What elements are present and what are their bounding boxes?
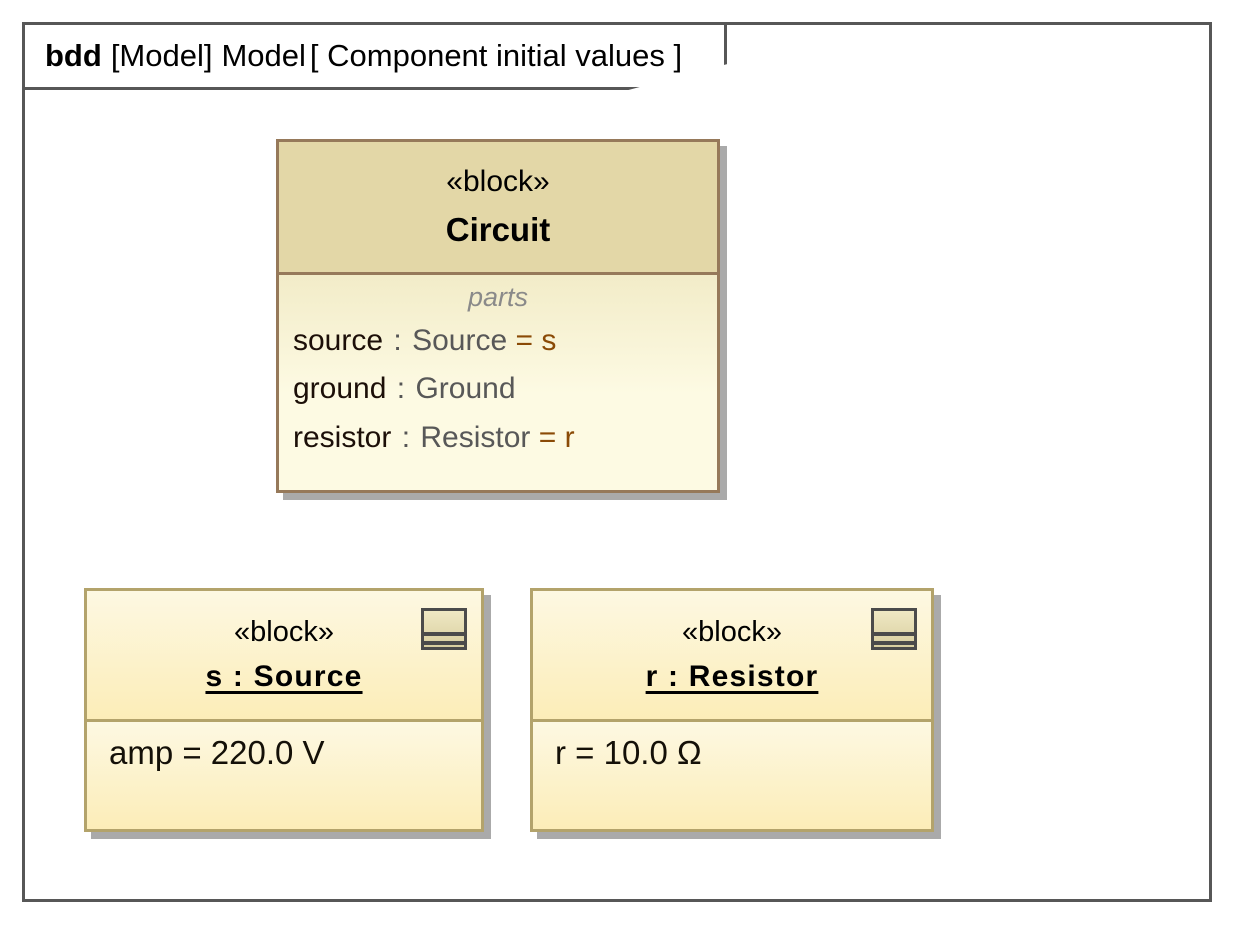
diagram-title: [ Component initial values ] — [309, 38, 683, 73]
block-icon — [871, 608, 917, 650]
instance-block-source[interactable]: «block» s : Source amp = 220.0 V — [84, 588, 491, 839]
part-name-resistor: resistor — [293, 420, 392, 454]
block-icon-bar-lower — [424, 641, 464, 645]
instance-resistor-header: «block» r : Resistor — [533, 591, 931, 722]
part-assign-resistor: = r — [538, 420, 575, 454]
part-type-source: Source — [412, 323, 508, 357]
instance-resistor-stereotype: «block» — [682, 616, 782, 649]
part-type-resistor: Resistor — [420, 420, 531, 454]
part-colon-resistor: : — [401, 420, 411, 454]
block-icon-bar-upper — [874, 632, 914, 636]
block-circuit-stereotype: «block» — [446, 164, 550, 198]
instance-resistor-values-compartment: r = 10.0 Ω — [533, 722, 931, 829]
instance-block-resistor[interactable]: «block» r : Resistor r = 10.0 Ω — [530, 588, 941, 839]
diagram-kind-label: bdd — [45, 38, 102, 73]
block-icon-bar-lower — [874, 641, 914, 645]
block-circuit-name: Circuit — [445, 211, 551, 249]
instance-resistor-name: r : Resistor — [645, 660, 819, 694]
part-row-source[interactable]: source : Source = s — [279, 317, 717, 366]
instance-resistor-value-r[interactable]: r = 10.0 Ω — [555, 734, 702, 771]
instance-source-values-compartment: amp = 220.0 V — [87, 722, 481, 829]
diagram-model-name: Model — [221, 38, 306, 73]
block-icon-bar-upper — [424, 632, 464, 636]
part-row-resistor[interactable]: resistor : Resistor = r — [279, 414, 717, 463]
block-circuit-header: «block» Circuit — [279, 142, 717, 275]
part-assign-source: = s — [515, 323, 557, 357]
part-colon-source: : — [393, 323, 402, 357]
instance-source-stereotype: «block» — [234, 616, 334, 649]
diagram-scope-label: [Model] — [110, 38, 213, 73]
block-circuit[interactable]: «block» Circuit parts source : Source = … — [276, 139, 727, 500]
instance-source-header: «block» s : Source — [87, 591, 481, 722]
part-row-ground[interactable]: ground : Ground — [279, 365, 717, 414]
part-type-ground: Ground — [415, 372, 516, 406]
instance-source-name: s : Source — [205, 660, 363, 694]
part-name-source: source — [293, 323, 384, 357]
part-name-ground: ground — [293, 372, 387, 406]
block-circuit-parts-compartment: parts source : Source = s ground : Groun… — [279, 275, 717, 490]
parts-compartment-label: parts — [467, 282, 529, 312]
part-colon-ground: : — [396, 372, 406, 406]
block-icon — [421, 608, 467, 650]
instance-source-value-amp[interactable]: amp = 220.0 V — [109, 734, 325, 771]
diagram-frame-header: bdd [Model] Model [ Component initial va… — [22, 22, 728, 90]
